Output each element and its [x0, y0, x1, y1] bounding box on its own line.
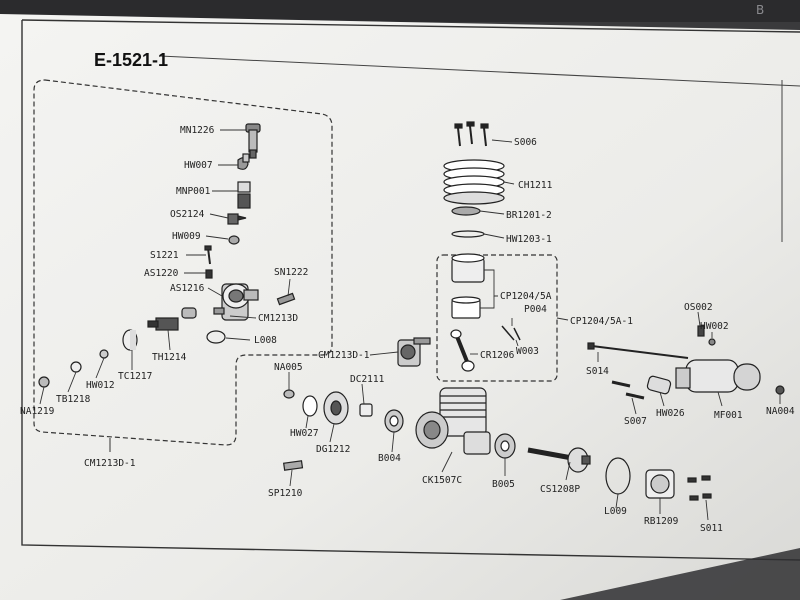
frame-line [159, 55, 800, 87]
label-cp1204-5a: CP1204/5A [500, 291, 552, 302]
label-s014: S014 [586, 366, 609, 377]
label-dc2111: DC2111 [350, 374, 385, 385]
label-cm1213d: CM1213D [258, 313, 298, 324]
label-hw026: HW026 [656, 408, 685, 419]
diagram-title: E-1521-1 [94, 50, 168, 70]
frame-border [21, 20, 800, 561]
corner-mark: B [756, 3, 765, 17]
paper-sheet [0, 14, 800, 600]
label-cm1213d-1: CM1213D-1 [318, 350, 370, 361]
collet-icon [359, 403, 373, 417]
label-mn1226: MN1226 [180, 125, 215, 136]
label-na005: NA005 [274, 362, 303, 373]
washer-small-icon [99, 349, 109, 359]
prop-washer-icon [302, 395, 318, 417]
assembled-carburetor-icon [397, 337, 431, 367]
label-ch1211: CH1211 [518, 180, 553, 191]
pressure-nipple-icon [697, 325, 716, 346]
desk-corner [560, 548, 800, 600]
label-rb1209: RB1209 [644, 516, 679, 527]
label-br1201-2: BR1201-2 [506, 210, 552, 221]
label-mf001: MF001 [714, 410, 743, 421]
rear-bearing-icon [494, 433, 516, 459]
label-ck1507c: CK1507C [422, 475, 462, 486]
backplate-screws-icon [687, 475, 712, 501]
label-na004: NA004 [766, 406, 795, 417]
label-as1220: AS1220 [144, 268, 179, 279]
label-s007: S007 [624, 416, 647, 427]
muffler-gasket-icon [646, 375, 672, 395]
backplate-icon [645, 469, 675, 499]
label-sn1222: SN1222 [274, 267, 308, 278]
label-hw009: HW009 [172, 231, 201, 242]
sleeve-icon [122, 329, 138, 351]
label-s006: S006 [514, 137, 537, 148]
spring-clip-icon [237, 153, 250, 170]
label-tb1218: TB1218 [56, 394, 91, 405]
o-ring-icon [206, 330, 226, 344]
label-hw027: HW027 [290, 428, 319, 439]
label-b004: B004 [378, 453, 401, 464]
label-os2124: OS2124 [170, 209, 205, 220]
screen-top-strip: B [0, 0, 800, 22]
label-hw002: HW002 [700, 321, 729, 332]
needle-valve-icon [245, 123, 261, 159]
piston-icon [451, 296, 481, 319]
needle-holder-icon [237, 181, 251, 209]
screw-icon [227, 213, 247, 225]
muffler-bolt-icon [587, 342, 689, 359]
label-p004: P004 [524, 304, 547, 315]
head-screws-icon [454, 121, 489, 147]
crankshaft-icon [527, 447, 591, 473]
spinner-bolt-icon [282, 460, 304, 471]
carburetor-group-outline [33, 79, 333, 446]
frame-border-top [21, 19, 800, 33]
muffler-icon [675, 359, 761, 393]
label-hw1203-1: HW1203-1 [506, 234, 552, 245]
spring-icon [205, 269, 213, 279]
label-th1214: TH1214 [152, 352, 187, 363]
label-mnp001: MNP001 [176, 186, 211, 197]
throttle-barrel-icon [147, 317, 179, 331]
label-sp1210: SP1210 [268, 488, 303, 499]
front-bearing-icon [384, 409, 404, 433]
label-cp1204-5a-1: CP1204/5A-1 [570, 316, 633, 327]
label-l008: L008 [254, 335, 277, 346]
muffler-nut-icon [775, 385, 785, 395]
idle-screw-icon [276, 292, 296, 306]
drive-hub-icon [323, 391, 349, 425]
label-s011: S011 [700, 523, 723, 534]
label-as1216: AS1216 [170, 283, 205, 294]
label-s1221: S1221 [150, 250, 179, 261]
label-cm1213d-group: CM1213D-1 [84, 458, 136, 469]
cylinder-liner-icon [451, 253, 485, 283]
label-w003: W003 [516, 346, 539, 357]
label-l009: L009 [604, 506, 627, 517]
label-os002: OS002 [684, 302, 713, 313]
small-screw-icon [204, 245, 212, 265]
throttle-arm-icon [181, 307, 197, 319]
bushing-icon [70, 361, 82, 373]
carburetor-body-icon [213, 283, 259, 321]
washer-icon [228, 235, 240, 245]
label-dg1212: DG1212 [316, 444, 350, 455]
connecting-rod-icon [450, 329, 475, 372]
nut-icon [38, 376, 50, 388]
label-hw012: HW012 [86, 380, 115, 391]
muffler-screws-icon [611, 380, 645, 400]
cylinder-head-icon [443, 159, 505, 205]
prop-nut-icon [283, 389, 295, 399]
label-cs1208p: CS1208P [540, 484, 580, 495]
label-b005: B005 [492, 479, 515, 490]
crankcase-icon [415, 387, 491, 455]
label-hw007: HW007 [184, 160, 213, 171]
label-tc1217: TC1217 [118, 371, 152, 382]
head-gasket-icon [451, 206, 481, 216]
piston-pin-icon [501, 325, 521, 341]
label-na1219: NA1219 [20, 406, 55, 417]
label-cr1206: CR1206 [480, 350, 515, 361]
